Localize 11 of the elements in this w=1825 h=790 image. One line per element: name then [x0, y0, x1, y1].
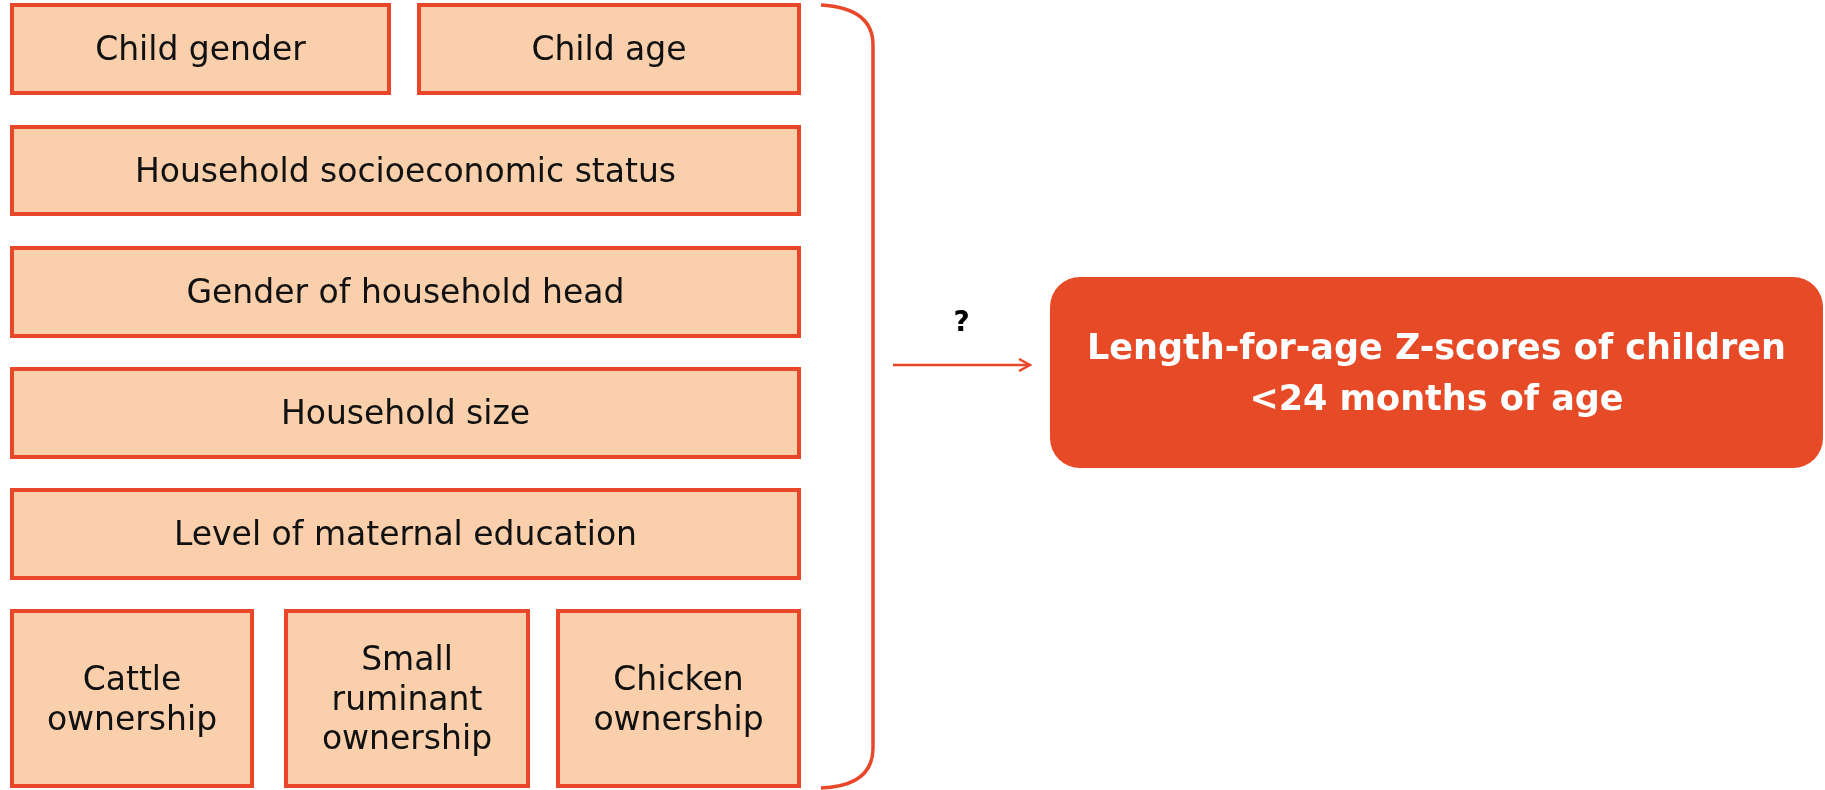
text-box: Small ruminant ownership	[284, 609, 530, 788]
outcome-box: Length-for-age Z-scores of children <24 months of age	[1050, 277, 1823, 468]
text-box: Household socioeconomic status	[10, 125, 801, 216]
arrow	[893, 357, 1032, 373]
text-box: Child age	[417, 3, 801, 95]
text-box: Household size	[10, 367, 801, 459]
text-box: Level of maternal education	[10, 488, 801, 580]
text-box: Gender of household head	[10, 246, 801, 338]
text-box: Cattle ownership	[10, 609, 254, 788]
text-box: Chicken ownership	[556, 609, 801, 788]
text-box: Child gender	[10, 3, 391, 95]
